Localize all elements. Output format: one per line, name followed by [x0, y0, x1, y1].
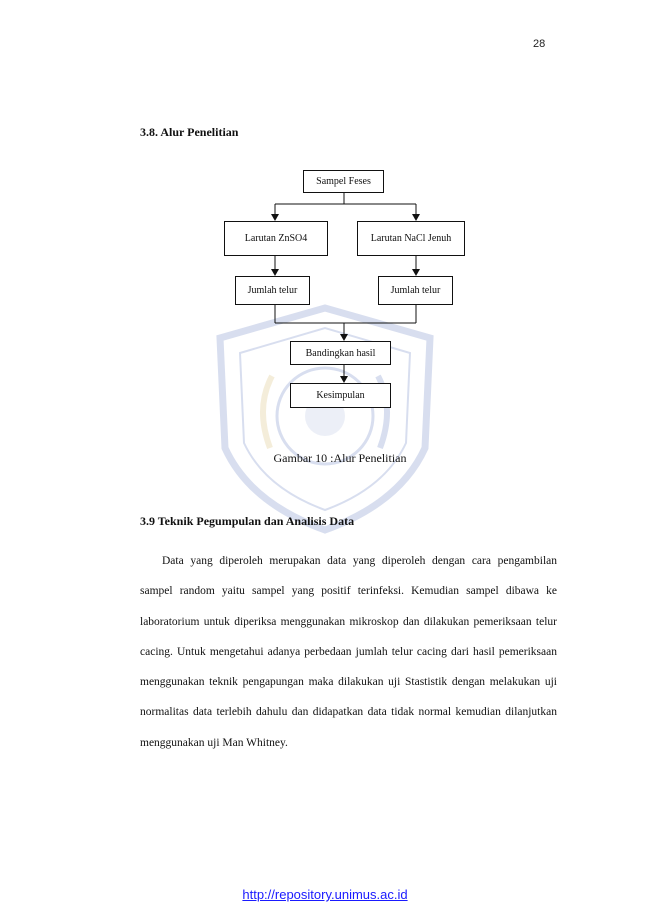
- section-heading-3-9: 3.9 Teknik Pegumpulan dan Analisis Data: [140, 514, 355, 528]
- node-jumlah-telur-left: Jumlah telur: [235, 276, 310, 305]
- node-larutan-znso4: Larutan ZnSO4: [224, 221, 328, 256]
- figure-caption: Gambar 10 :Alur Penelitian: [273, 451, 407, 465]
- section-heading-3-8: 3.8. Alur Penelitian: [140, 125, 239, 139]
- page-number: 28: [533, 38, 546, 50]
- repository-link[interactable]: http://repository.unimus.ac.id: [242, 887, 408, 902]
- node-larutan-nacl: Larutan NaCl Jenuh: [357, 221, 465, 256]
- body-text: Data yang diperoleh merupakan data yang …: [140, 546, 557, 758]
- node-bandingkan-hasil: Bandingkan hasil: [290, 341, 391, 365]
- body-paragraph: Data yang diperoleh merupakan data yang …: [140, 555, 557, 749]
- node-sampel-feses: Sampel Feses: [303, 170, 384, 193]
- node-kesimpulan: Kesimpulan: [290, 383, 391, 408]
- node-jumlah-telur-right: Jumlah telur: [378, 276, 453, 305]
